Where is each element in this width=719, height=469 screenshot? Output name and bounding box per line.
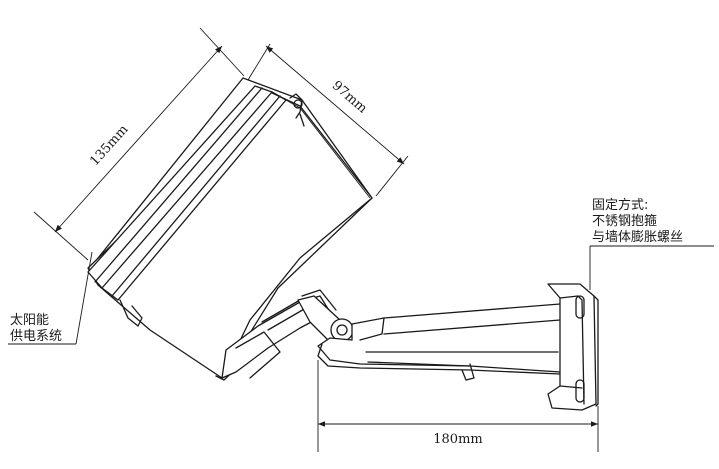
mounting-note-line-1: 固定方式:: [592, 198, 649, 213]
leader-mounting: [589, 245, 714, 290]
solar-power-note: 太阳能 供电系统: [10, 313, 62, 345]
solar-note-line-2: 供电系统: [10, 329, 63, 344]
dimension-length-label: 135mm: [87, 122, 131, 169]
mounting-note-line-2: 不锈钢抱箍: [592, 214, 658, 229]
wall-mount-plate: [547, 283, 599, 411]
mounting-note-line-3: 与墙体膨胀螺丝: [592, 230, 684, 245]
mounting-bracket-arm: [317, 303, 579, 381]
leader-solar: [8, 251, 93, 345]
dimension-length-135: [33, 27, 245, 261]
dimension-width-97: [247, 43, 409, 197]
solar-note-line-1: 太阳能: [10, 313, 50, 328]
dimension-width-label: 97mm: [329, 78, 370, 116]
dimension-bracket-label: 180mm: [433, 432, 482, 447]
dimension-bracket-180: [317, 360, 599, 452]
mounting-method-note: 固定方式: 不锈钢抱箍 与墙体膨胀螺丝: [592, 198, 683, 246]
